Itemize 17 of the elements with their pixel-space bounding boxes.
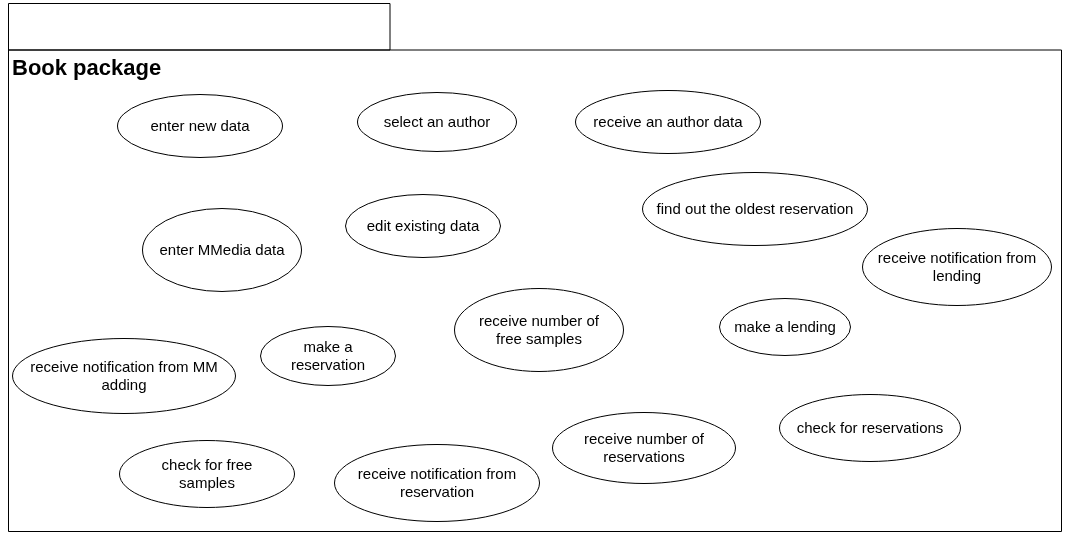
use-case-ellipse: enter MMedia data [142, 208, 302, 292]
package-frame [8, 3, 1062, 532]
use-case-ellipse: receive number of reservations [552, 412, 736, 484]
use-case-ellipse: enter new data [117, 94, 283, 158]
package-title: Book package [12, 55, 162, 81]
use-case-ellipse: receive an author data [575, 90, 761, 154]
use-case-ellipse: receive number of free samples [454, 288, 624, 372]
use-case-ellipse: receive notification from lending [862, 228, 1052, 306]
use-case-ellipse: receive notification from MM adding [12, 338, 236, 414]
use-case-ellipse: select an author [357, 92, 517, 152]
use-case-ellipse: check for reservations [779, 394, 961, 462]
use-case-ellipse: find out the oldest reservation [642, 172, 868, 246]
use-case-ellipse: check for free samples [119, 440, 295, 508]
use-case-ellipse: make a reservation [260, 326, 396, 386]
use-case-ellipse: make a lending [719, 298, 851, 356]
use-case-ellipse: receive notification from reservation [334, 444, 540, 522]
use-case-ellipse: edit existing data [345, 194, 501, 258]
